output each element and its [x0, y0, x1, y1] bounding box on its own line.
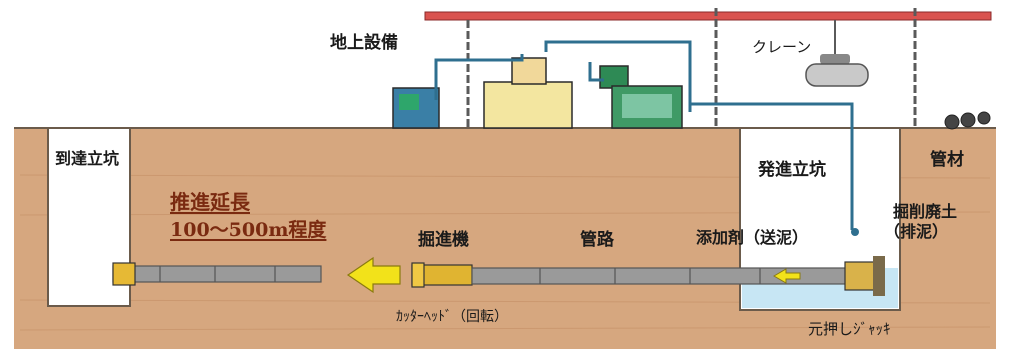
main-jack-label: 元押しｼﾞｬｯｷ — [808, 320, 891, 338]
tunneling-machine-label: 掘進機 — [418, 230, 469, 250]
excavated-soil-label: 掘削廃土 — [893, 202, 958, 221]
main-jack — [844, 261, 876, 291]
crane-posts — [466, 8, 917, 128]
crane-rail — [424, 11, 992, 21]
push-direction-arrow — [346, 256, 401, 294]
main-pipeline — [471, 267, 868, 285]
pipeline-joints — [539, 268, 761, 284]
equipment-small-box-panel — [399, 94, 419, 110]
equipment-yellow-plant — [483, 81, 573, 129]
additive-valve — [851, 228, 859, 236]
cutter-head-label: ｶｯﾀｰﾍｯﾄﾞ（回転） — [396, 309, 508, 325]
arrival-shaft-label: 到達立坑 — [55, 149, 120, 168]
equipment-green-plant-top — [599, 65, 629, 89]
equipment-green-window — [622, 94, 672, 118]
additive-label: 添加剤（送泥） — [696, 228, 809, 247]
arrival-pipe-joints — [159, 266, 276, 282]
ground-equipment-label: 地上設備 — [330, 33, 398, 53]
crane-hook — [820, 54, 850, 64]
push-length-range: 100～500m程度 — [170, 219, 327, 241]
pipe-material-label: 管材 — [930, 150, 964, 170]
jack-push-arrow — [773, 268, 801, 284]
push-length-title: 推進延長 — [170, 190, 250, 214]
arrival-pipe — [112, 265, 322, 283]
crane-label: クレーン — [752, 38, 812, 56]
arrival-machine — [112, 262, 136, 286]
crane-load — [805, 63, 869, 87]
launch-shaft-label: 発進立坑 — [758, 160, 826, 180]
cutter-head — [411, 262, 425, 288]
pipe-stack — [944, 111, 991, 130]
equipment-yellow-top — [511, 57, 547, 85]
slurry-hoses — [434, 40, 854, 230]
excavated-soil-sublabel: （排泥） — [884, 222, 949, 241]
pipeline-label: 管路 — [580, 230, 614, 250]
jack-frame — [873, 256, 885, 296]
